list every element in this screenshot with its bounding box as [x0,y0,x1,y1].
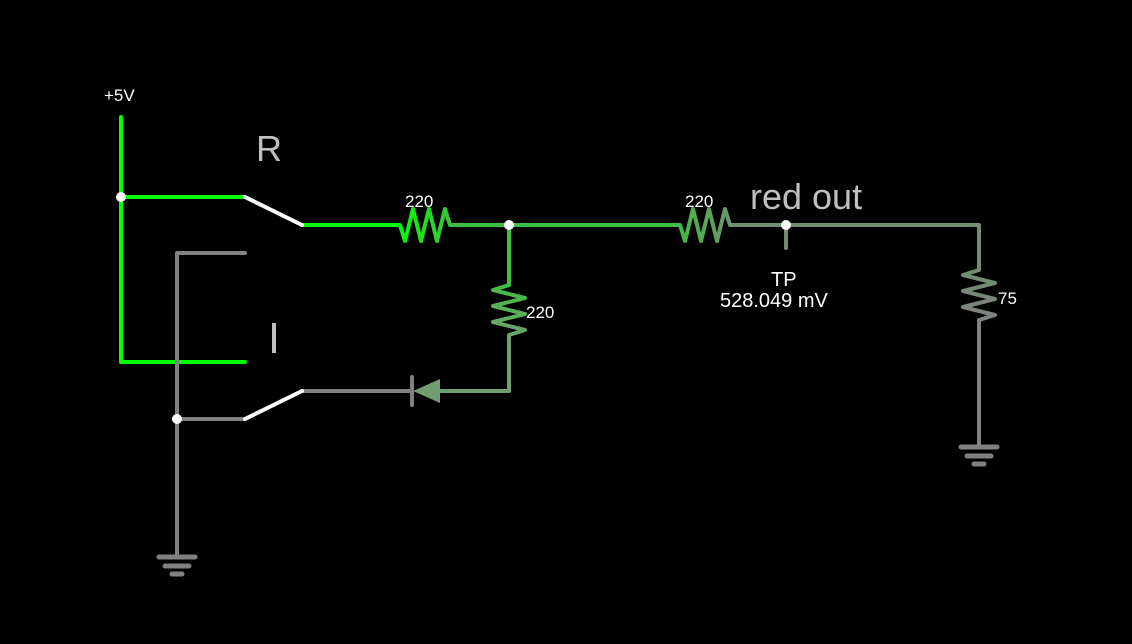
resistor-r2-value: 220 [526,303,554,322]
junction-node [116,192,126,202]
test-point-label: TP [771,269,797,291]
switch-i-label [272,323,276,353]
output-label: red out [750,176,862,217]
resistor-r4[interactable] [961,266,997,325]
test-point-reading: 528.049 mV [720,290,829,312]
test-point-node[interactable] [781,220,791,230]
diode-wire [436,336,511,393]
resistor-r1[interactable] [393,207,457,243]
resistor-r4-value: 75 [998,289,1017,308]
switch-r[interactable] [243,195,304,227]
ground-icon [958,444,1000,467]
mid-wires [453,223,677,284]
diode[interactable] [410,375,440,407]
resistor-r3[interactable] [673,207,737,243]
output-wires [733,223,981,270]
resistor-r3-value: 220 [685,192,713,211]
supply-label: +5V [104,86,135,105]
resistor-r1-value: 220 [405,192,433,211]
switch-r-label: R [256,128,282,169]
resistor-r2[interactable] [491,280,527,340]
ground-icon [156,554,198,577]
junction-node [504,220,514,230]
ground-wires-left [175,251,414,559]
junction-node [172,414,182,424]
switch-i[interactable] [243,389,304,421]
